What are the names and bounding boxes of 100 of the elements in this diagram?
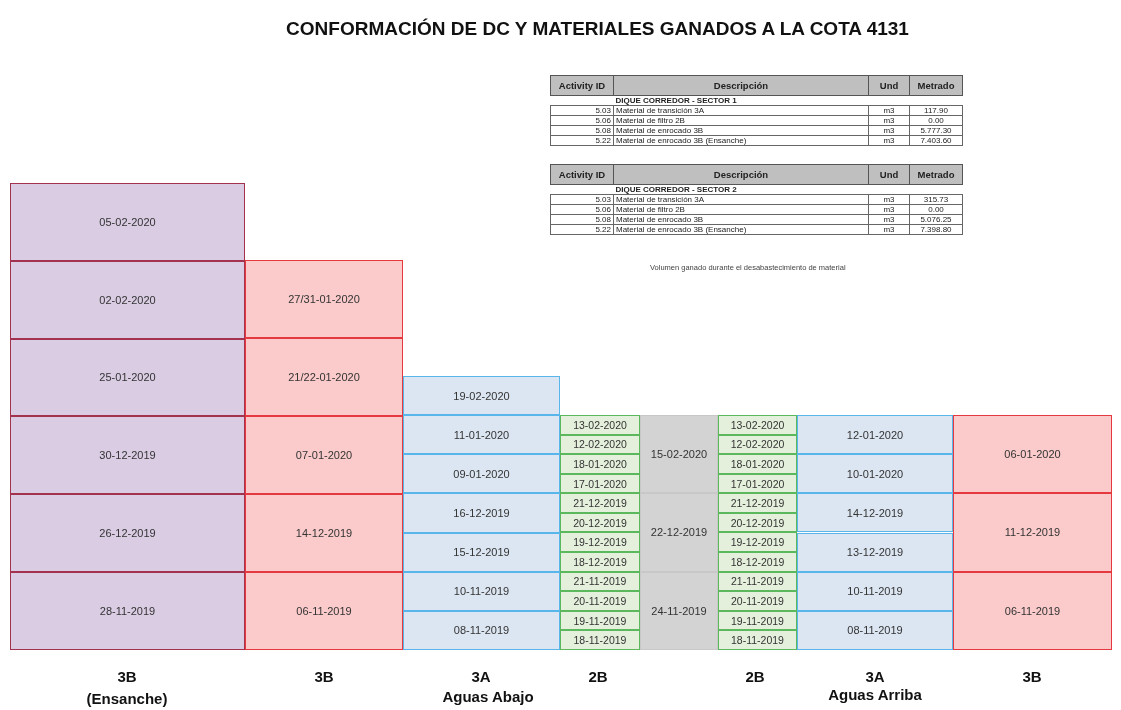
date-block: 18-01-2020 (560, 454, 640, 474)
quantity-value: 0.00 (909, 115, 963, 126)
date-block: 13-02-2020 (560, 415, 640, 435)
column-header: Activity ID (550, 164, 614, 185)
date-block: 08-11-2019 (797, 610, 953, 650)
column-label: 3B (1022, 668, 1042, 685)
column-label: Aguas Abajo (442, 688, 534, 705)
date-block: 21-11-2019 (560, 571, 640, 592)
column-label: Aguas Arriba (828, 686, 922, 703)
date-block: 08-11-2019 (403, 610, 560, 650)
date-block: 06-11-2019 (245, 572, 403, 650)
date-block: 22-12-2019 (640, 493, 718, 572)
date-block: 10-01-2020 (797, 454, 953, 494)
column-header: Descripción (613, 75, 869, 96)
date-block: 12-02-2020 (560, 434, 640, 455)
date-block: 26-12-2019 (10, 494, 245, 572)
date-block: 25-01-2020 (10, 338, 245, 417)
date-block: 11-12-2019 (953, 493, 1112, 572)
column-label: 3B (314, 668, 334, 685)
column-header: Und (868, 164, 910, 185)
date-block: 13-02-2020 (718, 415, 797, 435)
date-block: 14-12-2019 (245, 494, 403, 572)
unit-text: m3 (868, 224, 910, 235)
description-text: Material de enrocado 3B (Ensanche) (613, 224, 869, 235)
date-block: 06-01-2020 (953, 415, 1112, 494)
date-block: 12-01-2020 (797, 415, 953, 455)
section-heading: DIQUE CORREDOR - SECTOR 1 (613, 95, 963, 106)
description-text: Material de filtro 2B (613, 204, 869, 215)
date-block: 21-11-2019 (718, 571, 797, 592)
date-block: 13-12-2019 (797, 532, 953, 572)
date-block: 18-11-2019 (560, 630, 640, 650)
date-block: 21-12-2019 (718, 493, 797, 513)
unit-text: m3 (868, 125, 910, 136)
activity-id: 5.06 (550, 204, 614, 215)
activity-id: 5.22 (550, 135, 614, 146)
unit-text: m3 (868, 115, 910, 126)
date-block: 19-12-2019 (560, 532, 640, 553)
quantity-value: 5.076.25 (909, 214, 963, 225)
date-block: 17-01-2020 (718, 473, 797, 494)
date-block: 18-01-2020 (718, 454, 797, 474)
title: CONFORMACIÓN DE DC Y MATERIALES GANADOS A LA COTA 4131 (285, 18, 910, 40)
date-block: 11-01-2020 (403, 415, 560, 455)
date-block: 10-11-2019 (403, 571, 560, 611)
date-block: 30-12-2019 (10, 416, 245, 495)
unit-text: m3 (868, 204, 910, 215)
column-header: Metrado (909, 75, 963, 96)
column-label: 3A (471, 668, 491, 685)
column-header: Descripción (613, 164, 869, 185)
date-block: 21/22-01-2020 (245, 338, 403, 416)
activity-id: 5.03 (550, 194, 614, 205)
description-text: Material de transición 3A (613, 194, 869, 205)
date-block: 17-01-2020 (560, 473, 640, 494)
activity-id: 5.08 (550, 214, 614, 225)
date-block: 20-11-2019 (560, 591, 640, 611)
date-block: 19-12-2019 (718, 532, 797, 553)
column-header: Metrado (909, 164, 963, 185)
date-block: 28-11-2019 (10, 572, 245, 650)
date-block: 12-02-2020 (718, 434, 797, 455)
date-block: 10-11-2019 (797, 571, 953, 611)
date-block: 18-12-2019 (718, 552, 797, 572)
quantity-value: 7.398.80 (909, 224, 963, 235)
column-label: 2B (745, 668, 765, 685)
date-block: 05-02-2020 (10, 183, 245, 261)
unit-text: m3 (868, 194, 910, 205)
description-text: Material de enrocado 3B (613, 214, 869, 225)
date-block: 06-11-2019 (953, 571, 1112, 650)
date-block: 19-11-2019 (718, 610, 797, 631)
quantity-value: 5.777.30 (909, 125, 963, 136)
description-text: Material de transición 3A (613, 105, 869, 116)
description-text: Material de filtro 2B (613, 115, 869, 126)
quantity-value: 117.90 (909, 105, 963, 116)
column-header: Und (868, 75, 910, 96)
date-block: 19-02-2020 (403, 376, 560, 416)
date-block: 02-02-2020 (10, 260, 245, 339)
date-block: 07-01-2020 (245, 416, 403, 494)
date-block: 20-11-2019 (718, 591, 797, 611)
unit-text: m3 (868, 214, 910, 225)
quantity-value: 315.73 (909, 194, 963, 205)
column-label: (Ensanche) (86, 690, 168, 707)
column-header: Activity ID (550, 75, 614, 96)
description-text: Material de enrocado 3B (Ensanche) (613, 135, 869, 146)
column-label: 3B (117, 668, 137, 685)
date-block: 27/31-01-2020 (245, 260, 403, 338)
date-block: 18-11-2019 (718, 630, 797, 650)
date-block: 09-01-2020 (403, 454, 560, 494)
activity-id: 5.06 (550, 115, 614, 126)
column-label: 2B (588, 668, 608, 685)
quantity-value: 7.403.60 (909, 135, 963, 146)
section-heading: DIQUE CORREDOR - SECTOR 2 (613, 184, 963, 195)
unit-text: m3 (868, 135, 910, 146)
date-block: 18-12-2019 (560, 552, 640, 572)
activity-id: 5.03 (550, 105, 614, 116)
date-block: 16-12-2019 (403, 493, 560, 533)
quantity-value: 0.00 (909, 204, 963, 215)
date-block: 20-12-2019 (560, 512, 640, 533)
activity-id: 5.22 (550, 224, 614, 235)
date-block: 24-11-2019 (640, 571, 718, 650)
date-block: 21-12-2019 (560, 493, 640, 513)
description-text: Material de enrocado 3B (613, 125, 869, 136)
date-block: 15-12-2019 (403, 532, 560, 572)
